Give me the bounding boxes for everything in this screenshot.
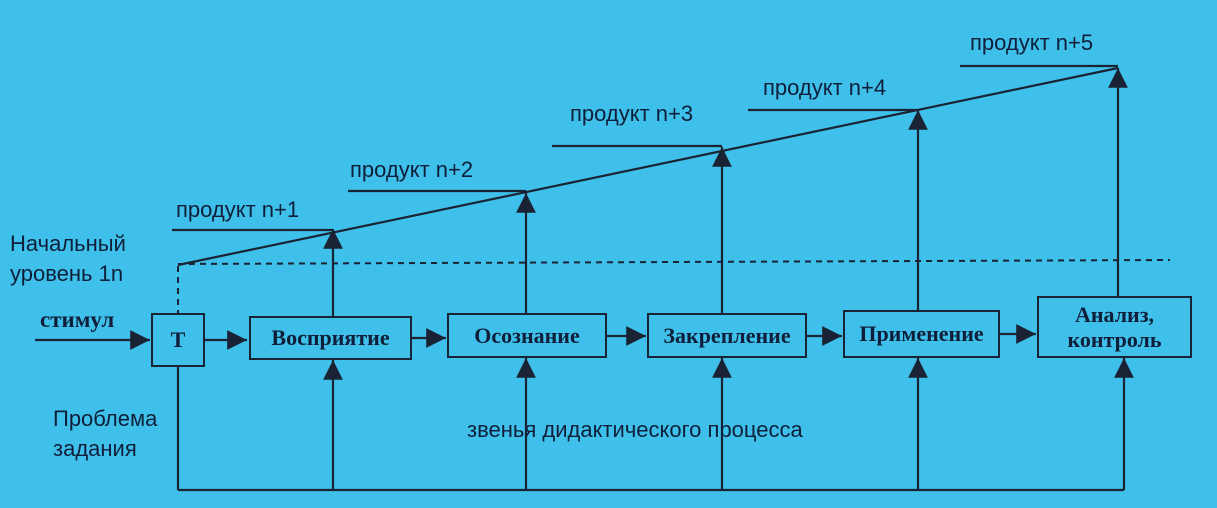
block-analysis-line1: Анализ, <box>1074 301 1155 327</box>
links-caption: звенья дидактического процесса <box>467 417 803 442</box>
block-application: Применение <box>843 310 1000 358</box>
growth-line <box>177 66 1119 267</box>
block-awareness: Осознание <box>447 313 607 358</box>
problem-label-line1: Проблема <box>53 406 158 431</box>
block-perception: Восприятие <box>249 316 412 360</box>
product-label-3: продукт n+3 <box>570 101 694 126</box>
block-analysis: Анализ, контроль <box>1037 296 1192 358</box>
product-label-1: продукт n+1 <box>176 197 300 222</box>
product-label-2: продукт n+2 <box>350 157 474 182</box>
initial-level-label: Начальный уровень 1n <box>10 229 126 289</box>
problem-label-line2: задания <box>53 436 137 461</box>
block-analysis-line2: контроль <box>1067 327 1162 352</box>
problem-label: Проблема задания <box>53 404 157 464</box>
block-t: Т <box>151 313 205 367</box>
product-label-5: продукт n+5 <box>970 30 1094 55</box>
initial-level-dashed-line <box>177 259 1171 265</box>
product-label-4: продукт n+4 <box>763 75 887 100</box>
initial-level-label-line1: Начальный <box>10 231 126 256</box>
stimulus-label: стимул <box>40 307 115 332</box>
initial-level-label-line2: уровень 1n <box>10 261 124 286</box>
block-consolidation: Закрепление <box>647 313 807 358</box>
